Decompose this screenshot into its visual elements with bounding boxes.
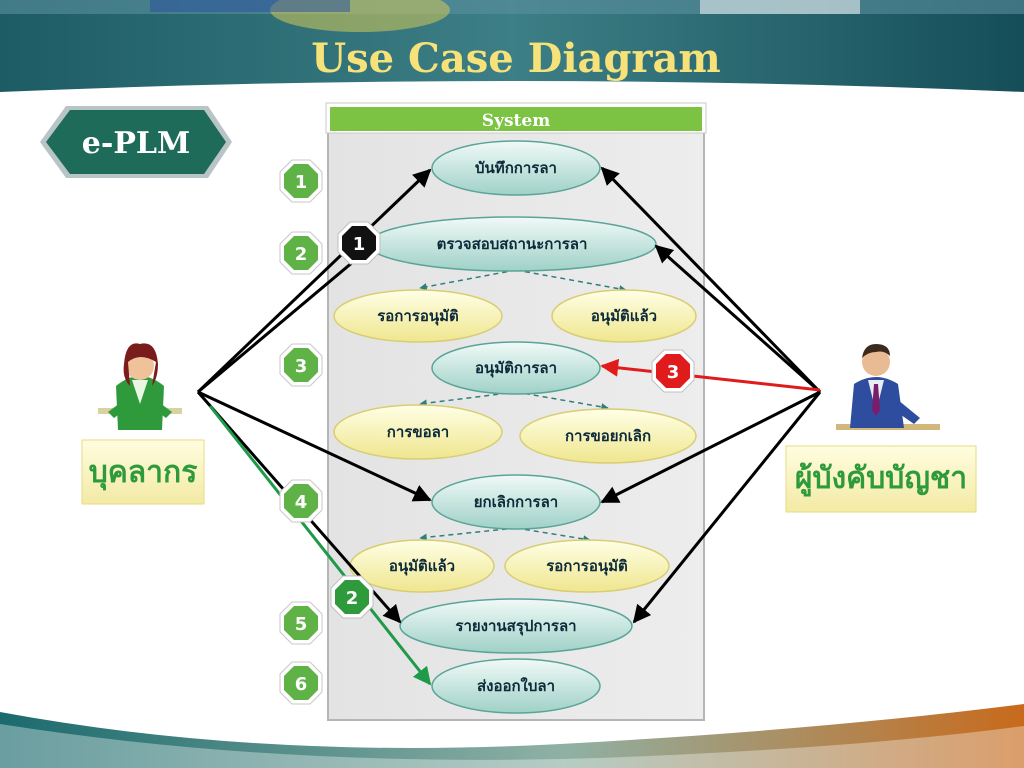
dash-cancel-wait: [515, 527, 591, 543]
supervisor-to-cancel: [600, 390, 821, 504]
usecase-req-cancel[interactable]: การขอยกเลิก: [519, 408, 697, 464]
supervisor-associations: [600, 166, 822, 624]
usecase-check-wait[interactable]: รอการอนุมัติ: [333, 289, 503, 343]
eplm-badge: e-PLM: [40, 106, 232, 178]
usecase-record-label: บันทึกการลา: [475, 159, 557, 177]
dash-check-wait: [419, 269, 517, 291]
usecase-cancel-done-label: อนุมัติแล้ว: [389, 557, 455, 576]
use-cases: บันทึกการลา ตรวจสอบสถานะการลา รอการอนุมั…: [333, 140, 697, 714]
flow-badge-1: 1: [337, 221, 381, 265]
usecase-check-label: ตรวจสอบสถานะการลา: [437, 235, 588, 253]
usecase-export[interactable]: ส่งออกใบลา: [431, 658, 601, 714]
supervisor-to-record: [600, 166, 822, 394]
svg-text:4: 4: [295, 492, 308, 513]
supervisor-actor: ผู้บังคับบัญชา: [785, 344, 977, 513]
dash-check-done: [515, 269, 627, 293]
usecase-cancel[interactable]: ยกเลิกการลา: [431, 474, 601, 530]
usecase-check-done[interactable]: อนุมัติแล้ว: [551, 289, 697, 343]
staff-to-record: [196, 168, 432, 394]
usecase-cancel-label: ยกเลิกการลา: [474, 493, 558, 511]
usecase-export-label: ส่งออกใบลา: [477, 677, 555, 695]
eplm-label: e-PLM: [82, 126, 190, 161]
page-title: Use Case Diagram: [311, 35, 721, 82]
flow-badge-3: 3: [651, 349, 695, 393]
supervisor-to-report: [632, 391, 822, 624]
flow-badges: 1 2 3: [330, 221, 695, 619]
svg-text:1: 1: [353, 234, 366, 255]
header-band: Use Case Diagram: [0, 0, 1024, 110]
left-step-numbers: 1 2 3 4 5 6: [279, 159, 323, 705]
svg-text:5: 5: [295, 614, 308, 635]
usecase-check[interactable]: ตรวจสอบสถานะการลา: [367, 216, 657, 272]
usecase-check-done-label: อนุมัติแล้ว: [591, 307, 657, 326]
staff-to-check: [197, 244, 374, 394]
svg-text:3: 3: [295, 356, 308, 377]
usecase-check-wait-label: รอการอนุมัติ: [377, 307, 459, 326]
step-badge-1: 1: [279, 159, 323, 203]
usecase-cancel-wait-label: รอการอนุมัติ: [546, 557, 628, 576]
usecase-req-leave[interactable]: การขอลา: [333, 404, 503, 460]
dash-approve-req: [419, 391, 517, 407]
svg-text:3: 3: [667, 362, 680, 383]
footer-band: [0, 704, 1024, 768]
usecase-record[interactable]: บันทึกการลา: [431, 140, 601, 196]
step-badge-2: 2: [279, 231, 323, 275]
step-badge-6: 6: [279, 661, 323, 705]
supervisor-person-icon: [836, 344, 940, 430]
usecase-cancel-wait[interactable]: รอการอนุมัติ: [504, 539, 670, 593]
svg-text:2: 2: [346, 588, 359, 609]
staff-actor: บุคลากร: [81, 343, 205, 505]
staff-to-cancel: [197, 390, 432, 502]
supervisor-to-check: [654, 244, 821, 394]
svg-text:6: 6: [295, 674, 308, 695]
staff-person-icon: [98, 343, 182, 430]
usecase-report-label: รายงานสรุปการลา: [455, 617, 576, 636]
usecase-report[interactable]: รายงานสรุปการลา: [399, 598, 633, 654]
svg-text:1: 1: [295, 172, 308, 193]
usecase-cancel-done[interactable]: อนุมัติแล้ว: [349, 539, 495, 593]
usecase-req-cancel-label: การขอยกเลิก: [565, 427, 651, 445]
usecase-req-leave-label: การขอลา: [387, 423, 449, 441]
dash-approve-cancel: [515, 391, 609, 411]
dashed-relations: [419, 269, 627, 543]
step-badge-5: 5: [279, 601, 323, 645]
step-badge-4: 4: [279, 479, 323, 523]
usecase-approve[interactable]: อนุมัติการลา: [431, 341, 601, 395]
svg-text:2: 2: [295, 244, 308, 265]
usecase-approve-label: อนุมัติการลา: [475, 359, 557, 378]
staff-to-export: [208, 405, 432, 686]
supervisor-actor-label: ผู้บังคับบัญชา: [795, 461, 967, 497]
step-badge-3: 3: [279, 343, 323, 387]
system-label: System: [482, 111, 550, 131]
supervisor-to-approve: [600, 358, 821, 392]
staff-actor-label: บุคลากร: [89, 455, 198, 491]
flow-badge-2: 2: [330, 575, 374, 619]
dash-cancel-done: [419, 527, 517, 542]
